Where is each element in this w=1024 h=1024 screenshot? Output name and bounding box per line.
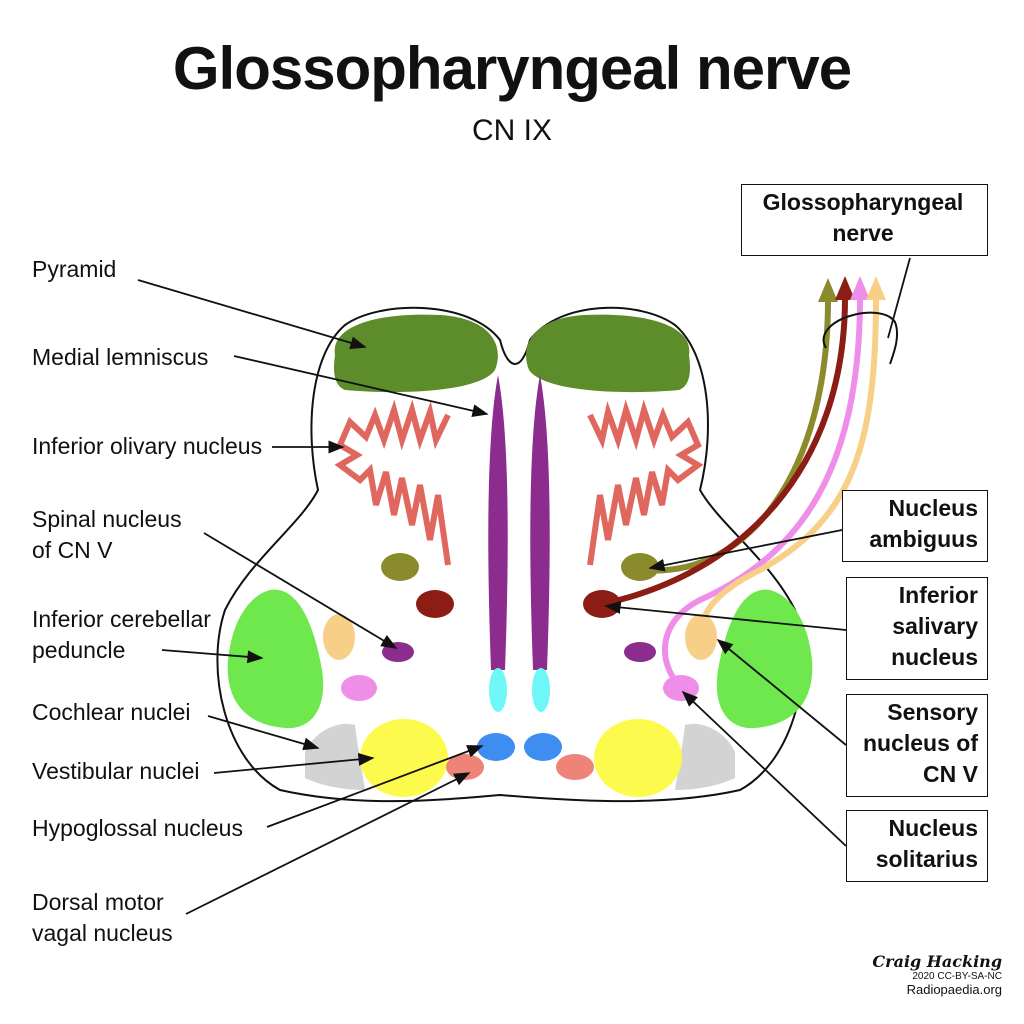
box-nucleus-solitarius: Nucleus solitarius [846,810,988,882]
box-salivary-line1: Inferior [898,582,978,608]
credit-author: Craig Hacking [872,952,1002,971]
leader-spinal-nucleus-v [203,532,398,649]
credit-license: 2020 CC-BY-SA-NC [912,971,1002,982]
leader-medial-lemniscus [233,355,489,418]
label-dmv: Dorsal motor vagal nucleus [32,887,173,949]
box-nucleus-ambiguus: Nucleus ambiguus [842,490,988,562]
box-nerve-line1: Glossopharyngeal [762,189,964,215]
inferior-olivary-left [334,399,451,566]
label-medial-lemniscus: Medial lemniscus [32,344,209,370]
leader-sensory-v [716,638,847,746]
box-solitarius-line2: solitarius [875,846,978,872]
label-vestibular: Vestibular nuclei [32,758,200,784]
leader-pyramid [137,279,367,350]
leader-nerve [887,257,911,339]
pyramid-left [334,314,498,393]
leader-solitarius [681,690,847,847]
label-icp: Inferior cerebellar peduncle [32,604,211,666]
box-salivary-line3: nucleus [891,644,978,670]
spinal-nucleus-v-left [382,642,414,662]
fibre-salivary [601,297,848,607]
label-icp-line1: Inferior cerebellar [32,606,211,632]
medial-lemniscus-left [488,375,508,670]
box-nerve-line2: nerve [832,220,894,246]
cochlear-nuclei-right [675,723,735,790]
page-title: Glossopharyngeal nerve [172,35,852,102]
nucleus-ambiguus-left [381,553,419,581]
box-salivary-line2: salivary [892,613,978,639]
arrowhead-salivary [835,276,855,300]
leader-hypoglossal [266,745,484,828]
label-spinal-nucleus-v-line2: of CN V [32,537,113,563]
box-ambiguus-line2: ambiguus [869,526,978,552]
page-subtitle: CN IX [471,114,552,147]
label-dmv-line2: vagal nucleus [32,920,173,946]
box-glossopharyngeal-nerve: Glossopharyngeal nerve [741,184,988,256]
label-inferior-olivary: Inferior olivary nucleus [32,433,263,459]
vestibular-nuclei-right [594,719,682,797]
label-icp-line2: peduncle [32,637,126,663]
dorsal-motor-vagal-right [556,754,594,780]
label-hypoglossal: Hypoglossal nucleus [32,815,243,841]
credit-site: Radiopaedia.org [906,982,1002,997]
label-cochlear: Cochlear nuclei [32,699,191,725]
pyramid-right [526,314,690,393]
leader-dmv [185,772,471,915]
fibre-sensory-v [697,297,879,638]
arrowhead-solitarius [850,276,870,300]
medial-lemniscus-right [530,375,550,670]
leader-cochlear [207,715,320,751]
nerve-bracket [822,311,899,365]
box-ambiguus-line1: Nucleus [888,495,978,521]
arrowhead-ambiguus [818,278,838,302]
inferior-olivary-right [587,399,704,566]
label-spinal-nucleus-v-line1: Spinal nucleus [32,506,182,532]
inferior-salivary-left [416,590,454,618]
label-pyramid: Pyramid [32,256,117,282]
credit-block: Craig Hacking 2020 CC-BY-SA-NC Radiopaed… [872,952,1002,997]
box-solitarius-line1: Nucleus [888,815,978,841]
leader-vestibular [213,752,375,774]
hypoglossal-nucleus-right [524,733,562,761]
leader-salivary [604,601,847,631]
mlf-right [532,668,550,712]
leader-ambiguus [648,529,843,572]
cochlear-nuclei-left [305,723,365,790]
mlf-left [489,668,507,712]
vestibular-nuclei-left [360,719,448,797]
label-dmv-line1: Dorsal motor [32,889,164,915]
sensory-nucleus-v-left [323,614,355,660]
nucleus-solitarius-left [341,675,377,701]
spinal-nucleus-v-right [624,642,656,662]
box-sensory-v-line3: CN V [923,761,978,787]
box-sensory-nucleus-v: Sensory nucleus of CN V [846,694,988,797]
arrowhead-sensory-v [866,276,886,300]
label-spinal-nucleus-v: Spinal nucleus of CN V [32,504,182,566]
box-sensory-v-line1: Sensory [887,699,978,725]
box-sensory-v-line2: nucleus of [862,730,978,756]
inferior-cerebellar-peduncle-left [227,589,324,729]
box-inferior-salivary: Inferior salivary nucleus [846,577,988,680]
leader-icp [161,649,264,664]
hypoglossal-nucleus-left [477,733,515,761]
